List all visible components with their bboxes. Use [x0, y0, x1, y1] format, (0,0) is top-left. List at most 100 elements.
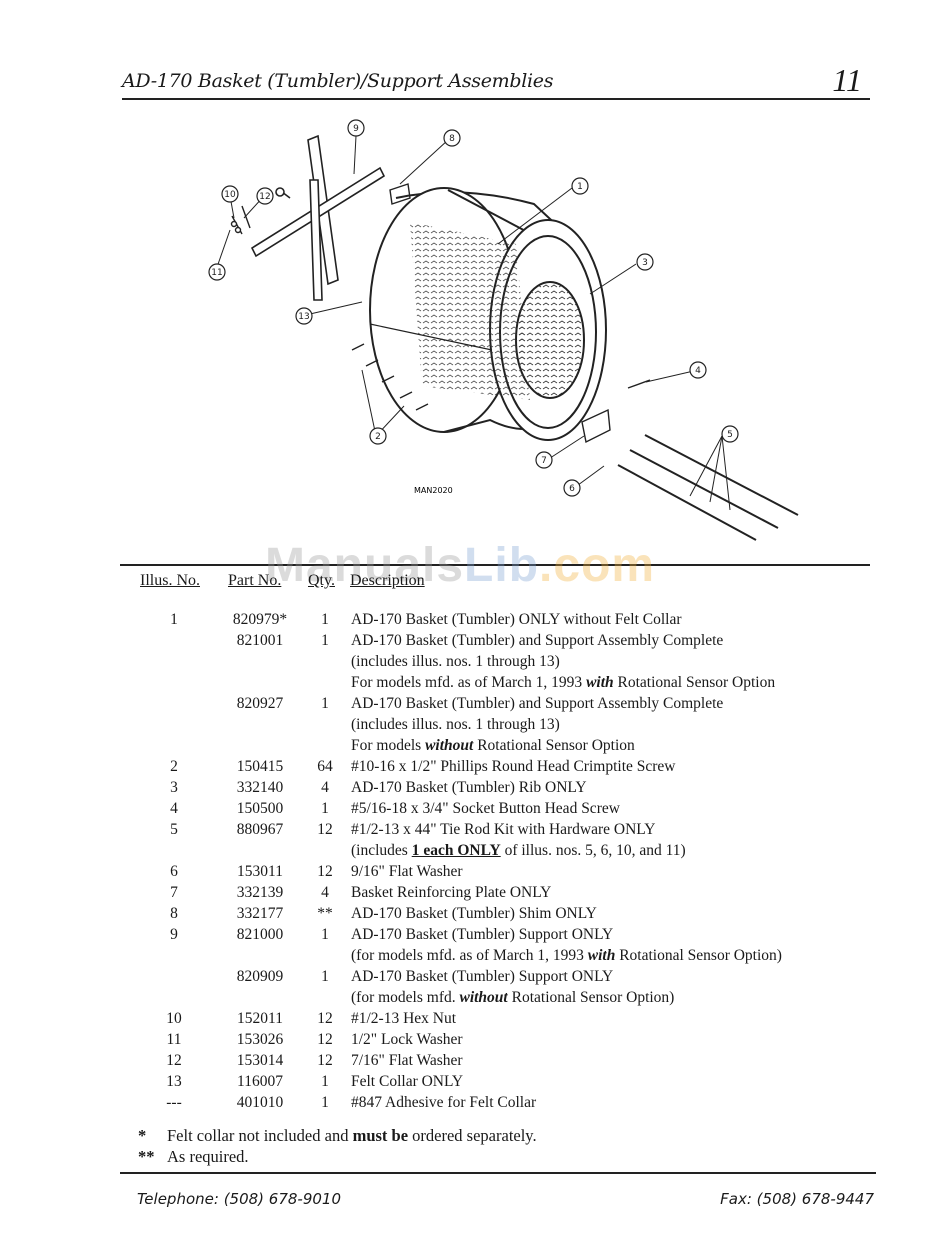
row-qty: 64: [317, 758, 333, 775]
row-illus-no: ---: [166, 1094, 182, 1111]
row-qty: 1: [321, 1073, 329, 1090]
callout-numbers: 1 2 3 4 5 6 7 8 9 10 11 12 13: [211, 124, 733, 494]
table-row: (for models mfd. without Rotational Sens…: [0, 987, 950, 1008]
row-description: For models mfd. as of March 1, 1993 with…: [351, 674, 776, 691]
table-row: For models mfd. as of March 1, 1993 with…: [0, 672, 950, 693]
parts-table-header: Illus. No. Part No. Qty. Description: [0, 572, 950, 596]
table-row: For models without Rotational Sensor Opt…: [0, 735, 950, 756]
row-qty: 1: [321, 632, 329, 649]
row-description: AD-170 Basket (Tumbler) ONLY without Fel…: [351, 611, 682, 628]
callout-2: [369, 427, 387, 445]
row-description: 7/16" Flat Washer: [351, 1052, 463, 1069]
svg-text:6: 6: [569, 484, 575, 494]
row-part-no: 153026: [236, 1031, 284, 1048]
row-description: #1/2-13 Hex Nut: [351, 1010, 457, 1027]
row-part-no: 880967: [236, 821, 284, 838]
row-illus-no: 9: [170, 926, 178, 943]
row-part-no: 153011: [237, 863, 283, 880]
footer-fax: Fax: (508) 678-9447: [720, 1190, 874, 1208]
row-qty: 4: [321, 779, 329, 796]
table-row: (includes 1 each ONLY of illus. nos. 5, …: [0, 840, 950, 861]
header-description: Description: [350, 572, 425, 589]
table-top-rule: [120, 564, 870, 566]
row-description: Felt Collar ONLY: [351, 1073, 464, 1090]
basket-drum: [369, 187, 607, 441]
row-illus-no: 3: [170, 779, 178, 796]
row-part-no: 821001: [236, 632, 284, 649]
svg-text:7: 7: [541, 456, 547, 466]
exploded-parts-diagram: 1 2 3 4 5 6 7 8 9 10 11 12 13 MAN2020: [208, 119, 799, 541]
header-part-no: Part No.: [228, 572, 282, 589]
row-illus-no: 10: [166, 1010, 182, 1027]
row-description: AD-170 Basket (Tumbler) Support ONLY: [351, 926, 614, 943]
svg-text:12: 12: [259, 192, 270, 202]
row-part-no: 401010: [236, 1094, 284, 1111]
table-row: 11 153026 12 1/2" Lock Washer: [0, 1029, 950, 1050]
basket-support-frame: [250, 134, 386, 301]
callout-12: [256, 187, 274, 205]
row-description: 9/16" Flat Washer: [351, 863, 463, 880]
header-qty: Qty.: [308, 572, 335, 589]
table-row: (for models mfd. as of March 1, 1993 wit…: [0, 945, 950, 966]
row-illus-no: 11: [166, 1031, 182, 1048]
row-description: AD-170 Basket (Tumbler) Support ONLY: [351, 968, 614, 985]
row-description: AD-170 Basket (Tumbler) and Support Asse…: [351, 695, 724, 712]
row-part-no: 150500: [236, 800, 284, 817]
svg-text:13: 13: [298, 312, 309, 322]
callout-6: [563, 479, 581, 497]
row-qty: 1: [321, 611, 329, 628]
row-qty: 12: [317, 821, 333, 838]
row-description: Basket Reinforcing Plate ONLY: [351, 884, 552, 901]
drawing-code: MAN2020: [414, 486, 453, 495]
header-divider: [122, 98, 870, 100]
footer-telephone: Telephone: (508) 678-9010: [137, 1190, 342, 1208]
row-qty: 1: [321, 926, 329, 943]
row-qty: **: [317, 905, 333, 922]
row-qty: 12: [317, 1031, 333, 1048]
row-qty: 1: [321, 800, 329, 817]
row-part-no: 153014: [236, 1052, 284, 1069]
screws: [351, 343, 651, 411]
callout-circles: [208, 119, 739, 497]
row-description: For models without Rotational Sensor Opt…: [351, 737, 635, 754]
row-description: AD-170 Basket (Tumbler) and Support Asse…: [351, 632, 724, 649]
row-qty: 12: [317, 863, 333, 880]
row-part-no: 820979*: [232, 611, 288, 628]
page-title: AD-170 Basket (Tumbler)/Support Assembli…: [122, 70, 554, 92]
svg-text:2: 2: [375, 432, 381, 442]
row-description: (for models mfd. as of March 1, 1993 wit…: [351, 947, 782, 964]
row-description: 1/2" Lock Washer: [351, 1031, 463, 1048]
page-number: 11: [832, 62, 862, 98]
svg-text:4: 4: [695, 366, 701, 376]
row-illus-no: 12: [166, 1052, 182, 1069]
row-description: #847 Adhesive for Felt Collar: [351, 1094, 537, 1111]
table-row: (includes illus. nos. 1 through 13): [0, 714, 950, 735]
row-part-no: 116007: [237, 1073, 283, 1090]
row-description: (includes 1 each ONLY of illus. nos. 5, …: [351, 842, 686, 859]
callout-11: [208, 263, 226, 281]
callout-7: [535, 451, 553, 469]
svg-text:1: 1: [577, 182, 583, 192]
row-part-no: 820909: [236, 968, 284, 985]
footer-divider: [120, 1172, 876, 1174]
row-part-no: 332140: [236, 779, 284, 796]
row-description: #10-16 x 1/2" Phillips Round Head Crimpt…: [351, 758, 676, 775]
svg-text:9: 9: [353, 124, 359, 134]
row-description: (includes illus. nos. 1 through 13): [351, 653, 560, 670]
row-description: #1/2-13 x 44" Tie Rod Kit with Hardware …: [351, 821, 656, 838]
table-row: (includes illus. nos. 1 through 13): [0, 651, 950, 672]
callout-1: [571, 177, 589, 195]
callout-10: [221, 185, 239, 203]
row-part-no: 332177: [236, 905, 284, 922]
row-description: (includes illus. nos. 1 through 13): [351, 716, 560, 733]
